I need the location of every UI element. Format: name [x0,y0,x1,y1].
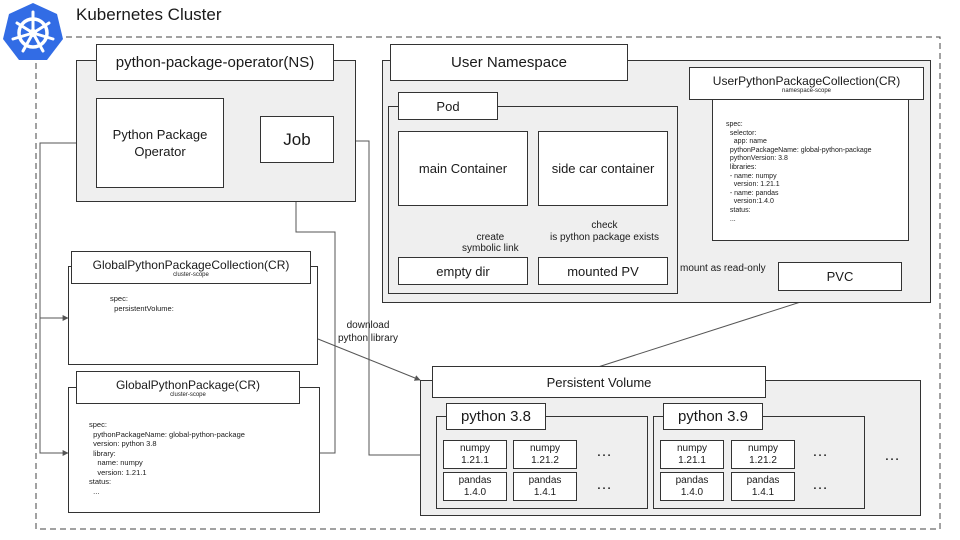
package-to-job-line [293,162,336,454]
package-item: numpy 1.21.1 [660,440,724,469]
pv-more-ellipsis: … [884,447,900,464]
mount-readonly-label: mount as read-only [680,263,766,274]
main-container: main Container [398,131,528,206]
global-collection-spec: spec: persistentVolume: [110,294,174,313]
package-item: pandas 1.4.1 [731,472,795,501]
group-ellipsis: … [596,476,612,493]
group-ellipsis: … [596,443,612,460]
global-package-title: GlobalPythonPackage(CR) [115,377,261,392]
package-version: 1.4.0 [463,486,487,498]
persistent-volume-title: Persistent Volume [432,366,766,398]
package-name: numpy [747,442,778,454]
pod-title: Pod [398,92,498,120]
cluster-title: Kubernetes Cluster [76,5,222,24]
kubernetes-logo-icon [3,3,63,60]
package-name: pandas [675,474,709,486]
mounted-pv: mounted PV [538,257,668,285]
package-item: numpy 1.21.1 [443,440,507,469]
package-version: 1.4.1 [751,486,775,498]
package-name: pandas [746,474,780,486]
package-item: pandas 1.4.0 [660,472,724,501]
python-group-title: python 3.9 [663,403,763,430]
global-package-body: spec: pythonPackageName: global-python-p… [68,387,320,513]
user-collection-body: spec: selector: app: name pythonPackageN… [712,82,909,241]
package-item: numpy 1.21.2 [513,440,577,469]
global-collection-scope: cluster-scope [173,271,209,278]
package-item: numpy 1.21.2 [731,440,795,469]
package-name: pandas [458,474,492,486]
create-symlink-label: create symbolic link [462,232,519,254]
global-package-spec: spec: pythonPackageName: global-python-p… [89,420,245,496]
package-version: 1.4.0 [680,486,704,498]
package-version: 1.21.2 [531,454,559,466]
package-version: 1.21.1 [461,454,489,466]
empty-dir: empty dir [398,257,528,285]
operator-to-collection-line [39,142,96,321]
group-ellipsis: … [812,443,828,460]
user-collection-title: UserPythonPackageCollection(CR) [712,73,901,88]
user-collection-spec: spec: selector: app: name pythonPackageN… [726,121,872,223]
package-name: numpy [676,442,707,454]
pvc-box: PVC [778,262,902,291]
user-collection-scope: namespace-scope [781,87,832,94]
job-box: Job [260,116,334,163]
package-version: 1.21.1 [678,454,706,466]
sidecar-container: side car container [538,131,668,206]
package-name: numpy [459,442,490,454]
collection-to-pv-line [317,338,421,381]
operator-namespace-title: python-package-operator(NS) [96,44,334,81]
python-group-title: python 3.8 [446,403,546,430]
group-ellipsis: … [812,476,828,493]
package-version: 1.4.1 [533,486,557,498]
cluster-border [35,36,941,530]
package-item: pandas 1.4.1 [513,472,577,501]
global-collection-header: GlobalPythonPackageCollection(CR) cluste… [71,251,311,284]
global-package-header: GlobalPythonPackage(CR) cluster-scope [76,371,300,404]
package-name: numpy [529,442,560,454]
global-package-scope: cluster-scope [170,391,206,398]
python-package-operator: Python Package Operator [96,98,224,188]
package-version: 1.21.2 [749,454,777,466]
package-item: pandas 1.4.0 [443,472,507,501]
operator-to-package-line [39,318,69,456]
check-package-label: check is python package exists [550,220,659,243]
global-collection-title: GlobalPythonPackageCollection(CR) [92,257,290,272]
download-library-label: download python library [338,320,399,344]
user-collection-header: UserPythonPackageCollection(CR) namespac… [689,67,924,100]
user-namespace-title: User Namespace [390,44,628,81]
package-name: pandas [528,474,562,486]
